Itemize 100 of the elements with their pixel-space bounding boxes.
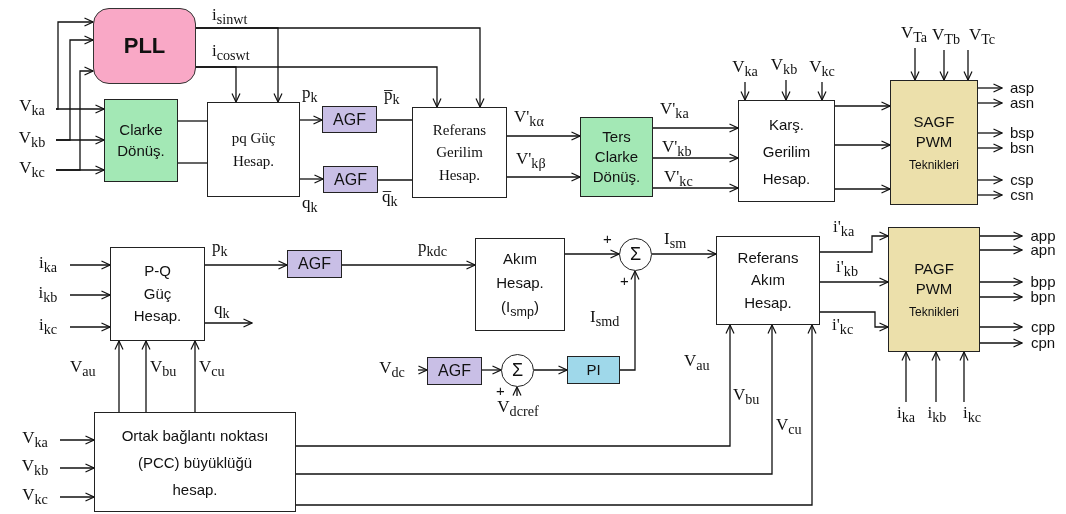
arrow — [55, 104, 105, 114]
summing-junction — [501, 354, 534, 387]
arrow — [295, 324, 777, 475]
block-label: Σ — [511, 359, 524, 383]
arrow — [931, 351, 941, 403]
arrow — [59, 435, 95, 445]
signal-label: V$_{kc}$ — [10, 484, 60, 510]
edge-label: i'$_{kb}$ — [836, 258, 858, 280]
arrow — [979, 338, 1023, 348]
edge-label: p$_{k}$ — [212, 238, 228, 260]
arrow — [651, 249, 717, 259]
arrow — [652, 153, 739, 163]
block-label: Akım Hesap. (I$_{smp}$) — [495, 249, 545, 321]
block-label: AGF — [333, 109, 366, 130]
arrow — [834, 184, 891, 194]
edge-label: V'$_{kβ}$ — [516, 150, 546, 172]
edge-label: i$_{coswt}$ — [212, 42, 250, 64]
block-label: PLL — [123, 32, 166, 61]
sign-label: + — [496, 383, 505, 398]
edge-label: V'$_{kb}$ — [662, 138, 692, 160]
summing-junction — [619, 238, 652, 271]
block-subtitle: Teknikleri — [909, 303, 959, 320]
signal-label: V$_{Tc}$ — [962, 24, 1002, 50]
signal-label: cpn — [1022, 334, 1064, 352]
arrow — [819, 311, 889, 332]
edge-label: V$_{au}$ — [684, 352, 710, 374]
edge-label: V$_{bu}$ — [733, 386, 760, 408]
edge-label: V'$_{ka}$ — [660, 100, 689, 122]
signal-label: i$_{kb}$ — [26, 282, 70, 308]
arrow — [977, 143, 1003, 153]
edge-label: q$_{k}$ — [302, 194, 318, 216]
edge-label: V$_{au}$ — [70, 358, 96, 380]
block-label: AGF — [438, 361, 471, 382]
edge-label: q̅$_{k}$ — [382, 188, 398, 210]
sign-label: + — [603, 231, 612, 246]
signal-label: i$_{ka}$ — [26, 252, 70, 278]
edge-label: i'$_{ka}$ — [833, 218, 855, 240]
process-box — [716, 236, 820, 325]
arrow — [979, 277, 1023, 287]
block-label: Referans Akım Hesap. — [736, 247, 800, 313]
pwm-block — [890, 80, 978, 205]
edge-label: p̅$_{k}$ — [384, 86, 400, 108]
arrow — [141, 340, 151, 413]
arrow — [910, 47, 920, 81]
edge-label: V'$_{kα}$ — [514, 108, 544, 130]
block-label: Karş. Gerilim Hesap. — [761, 114, 812, 189]
arrow — [979, 322, 1023, 332]
arrow — [564, 249, 620, 259]
process-box — [412, 107, 507, 198]
arrow — [295, 324, 817, 506]
arrow — [977, 83, 1003, 93]
edge-label: I$_{sm}$ — [664, 230, 687, 252]
block-subtitle: Teknikleri — [909, 156, 959, 173]
signal-label: cpp — [1022, 318, 1064, 336]
arrow — [652, 123, 739, 133]
transform-block — [104, 99, 178, 182]
signal-label: V$_{ka}$ — [727, 56, 763, 82]
block-label: PAGF PWM — [913, 259, 955, 300]
arrow — [977, 128, 1003, 138]
arrow — [979, 292, 1023, 302]
edge-label: p$_{kdc}$ — [418, 238, 447, 260]
connector-line — [377, 179, 413, 181]
block-label: AGF — [334, 169, 367, 190]
edge-label: q$_{k}$ — [214, 300, 230, 322]
signal-label: bpp — [1022, 273, 1064, 291]
edge-label: I$_{smd}$ — [590, 308, 620, 330]
signal-label: V$_{kb}$ — [766, 54, 802, 80]
signal-label: V$_{kb}$ — [8, 127, 56, 153]
signal-label: V$_{dc}$ — [366, 356, 418, 384]
signal-label: V$_{kb}$ — [10, 455, 60, 481]
arrow — [204, 318, 253, 328]
arrow — [834, 140, 891, 150]
block-label: Ortak bağlantı noktası (PCC) büyüklüğü hesap. — [120, 425, 270, 500]
arrow — [55, 17, 94, 110]
arrow — [817, 81, 827, 101]
arrow — [979, 231, 1023, 241]
arrow — [299, 115, 323, 125]
arrow — [959, 351, 969, 403]
edge-label: V$_{cu}$ — [199, 358, 225, 380]
block-label: pq Güç Hesap. — [231, 129, 276, 171]
edge-label: V$_{bu}$ — [150, 358, 177, 380]
connector-line — [177, 162, 208, 164]
arrow — [781, 79, 791, 101]
controller-block — [567, 356, 620, 384]
signal-label: app — [1022, 227, 1064, 245]
arrow — [114, 340, 124, 413]
arrow — [195, 27, 283, 103]
arrow — [939, 49, 949, 81]
edge-label: V$_{cu}$ — [776, 416, 802, 438]
arrow — [299, 174, 324, 184]
filter-block — [323, 166, 378, 193]
block-label: P-Q Güç Hesap. — [132, 261, 183, 327]
signal-label: i$_{ka}$ — [891, 402, 921, 428]
arrow — [619, 270, 640, 371]
signal-label: i$_{kb}$ — [921, 402, 953, 428]
signal-label: V$_{ka}$ — [8, 95, 56, 121]
edge-label: p$_{k}$ — [302, 84, 318, 106]
arrow — [190, 340, 200, 413]
edge-label: i$_{sinwt}$ — [212, 6, 248, 28]
filter-block — [322, 106, 377, 133]
